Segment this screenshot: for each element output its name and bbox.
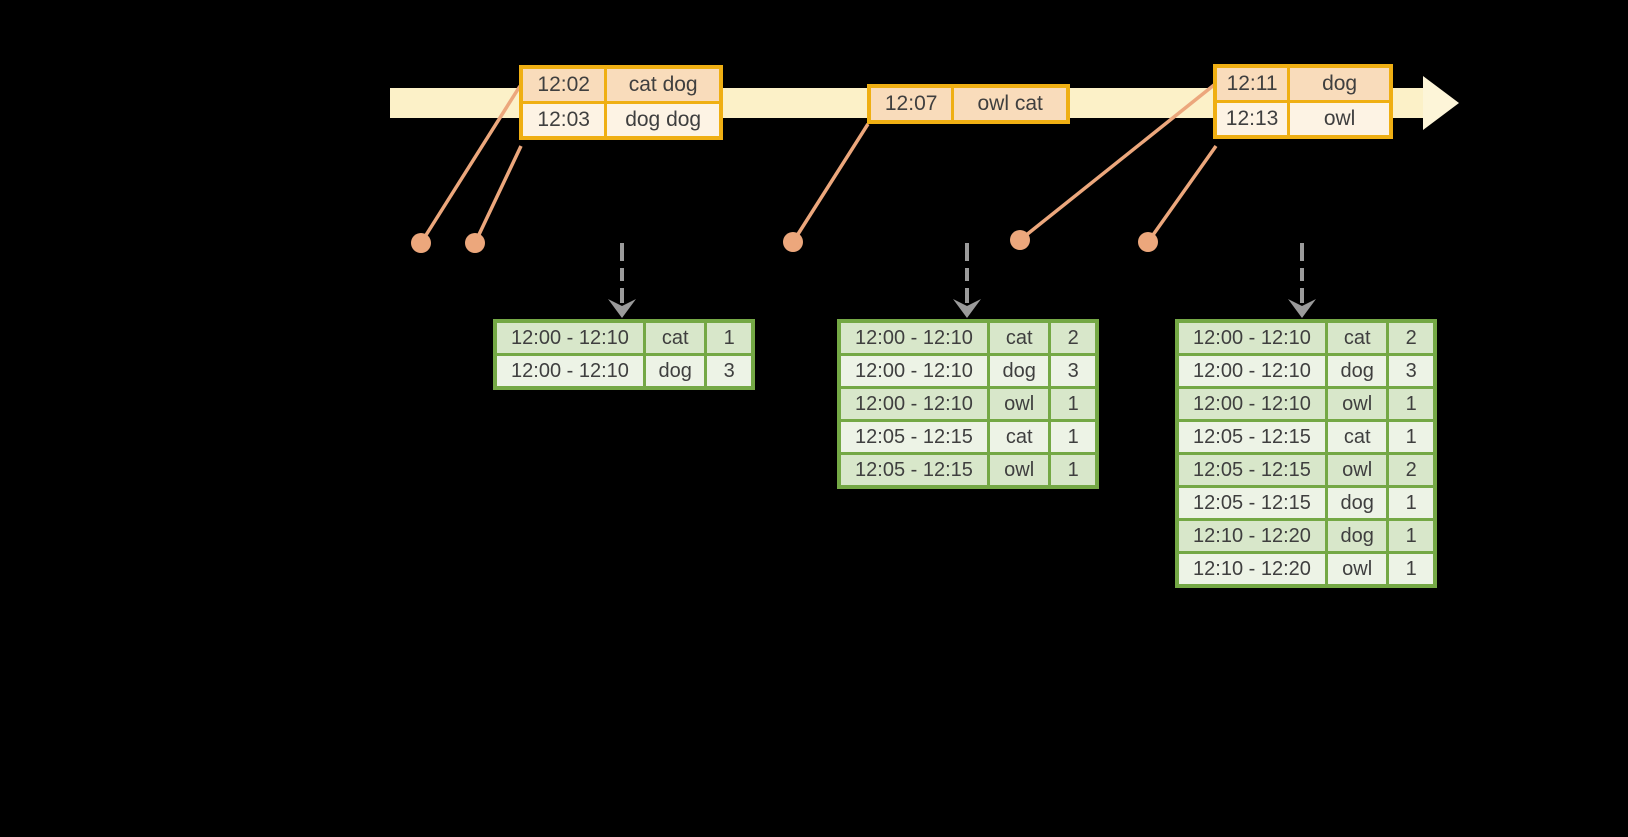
event-time-cell: 12:11: [1213, 64, 1291, 103]
result-row: 12:00 - 12:10 dog 3: [493, 353, 755, 390]
event-row: 12:11 dog: [1213, 64, 1393, 103]
event-row: 12:02 cat dog: [519, 65, 723, 104]
window-cell: 12:05 - 12:15: [837, 419, 990, 455]
word-cell: cat: [1324, 419, 1390, 455]
window-cell: 12:10 - 12:20: [1175, 551, 1328, 588]
word-cell: dog: [1324, 518, 1390, 554]
result-row: 12:05 - 12:15 cat 1: [837, 419, 1099, 455]
window-cell: 12:05 - 12:15: [837, 452, 990, 489]
trigger-arrowhead-icon: [608, 299, 636, 318]
event-row: 12:07 owl cat: [867, 84, 1070, 124]
result-row: 12:00 - 12:10 owl 1: [1175, 386, 1437, 422]
event-row: 12:13 owl: [1213, 100, 1393, 139]
window-cell: 12:00 - 12:10: [1175, 353, 1328, 389]
word-cell: cat: [1324, 319, 1390, 356]
window-cell: 12:00 - 12:10: [1175, 319, 1328, 356]
result-table-1: 12:00 - 12:10 cat 1 12:00 - 12:10 dog 3: [493, 319, 755, 390]
event-connector-line: [791, 123, 870, 243]
count-cell: 3: [1048, 353, 1099, 389]
result-row: 12:00 - 12:10 cat 2: [1175, 319, 1437, 356]
event-words-cell: owl cat: [951, 84, 1070, 124]
count-cell: 2: [1048, 319, 1099, 356]
window-cell: 12:05 - 12:15: [1175, 452, 1328, 488]
window-cell: 12:00 - 12:10: [837, 386, 990, 422]
result-table-2: 12:00 - 12:10 cat 2 12:00 - 12:10 dog 3 …: [837, 319, 1099, 489]
window-cell: 12:00 - 12:10: [493, 353, 646, 390]
event-dot: [783, 232, 803, 252]
count-cell: 1: [1048, 386, 1099, 422]
result-table-3: 12:00 - 12:10 cat 2 12:00 - 12:10 dog 3 …: [1175, 319, 1437, 588]
count-cell: 1: [1386, 419, 1437, 455]
result-row: 12:10 - 12:20 owl 1: [1175, 551, 1437, 588]
result-row: 12:10 - 12:20 dog 1: [1175, 518, 1437, 554]
event-dot: [411, 233, 431, 253]
count-cell: 1: [1386, 485, 1437, 521]
trigger-arrowhead-icon: [1288, 299, 1316, 318]
count-cell: 1: [1048, 419, 1099, 455]
event-connector-line: [1018, 83, 1216, 242]
event-words-cell: cat dog: [604, 65, 723, 104]
count-cell: 1: [1386, 518, 1437, 554]
trigger-arrow: [953, 243, 981, 318]
event-time-cell: 12:02: [519, 65, 608, 104]
count-cell: 1: [1386, 551, 1437, 588]
window-cell: 12:05 - 12:15: [1175, 419, 1328, 455]
event-table-2: 12:07 owl cat: [867, 84, 1070, 124]
event-words-cell: dog dog: [604, 101, 723, 140]
word-cell: owl: [1324, 386, 1390, 422]
count-cell: 1: [1048, 452, 1099, 489]
window-cell: 12:00 - 12:10: [1175, 386, 1328, 422]
event-dot: [1010, 230, 1030, 250]
event-table-3: 12:11 dog 12:13 owl: [1213, 64, 1393, 139]
result-row: 12:00 - 12:10 dog 3: [1175, 353, 1437, 389]
event-time-cell: 12:07: [867, 84, 955, 124]
trigger-arrow: [1288, 243, 1316, 318]
event-words-cell: dog: [1287, 64, 1393, 103]
event-table-1: 12:02 cat dog 12:03 dog dog: [519, 65, 723, 140]
count-cell: 1: [704, 319, 755, 356]
result-row: 12:00 - 12:10 dog 3: [837, 353, 1099, 389]
result-row: 12:00 - 12:10 owl 1: [837, 386, 1099, 422]
event-words-cell: owl: [1287, 100, 1393, 139]
event-connector-line: [1146, 144, 1218, 244]
word-cell: cat: [986, 319, 1052, 356]
event-row: 12:03 dog dog: [519, 101, 723, 140]
count-cell: 2: [1386, 319, 1437, 356]
event-connector-line: [473, 145, 523, 244]
count-cell: 3: [1386, 353, 1437, 389]
event-time-cell: 12:03: [519, 101, 608, 140]
count-cell: 3: [704, 353, 755, 390]
word-cell: dog: [1324, 353, 1390, 389]
result-row: 12:05 - 12:15 owl 2: [1175, 452, 1437, 488]
window-cell: 12:10 - 12:20: [1175, 518, 1328, 554]
window-cell: 12:00 - 12:10: [837, 319, 990, 356]
count-cell: 1: [1386, 386, 1437, 422]
count-cell: 2: [1386, 452, 1437, 488]
word-cell: cat: [986, 419, 1052, 455]
event-time-cell: 12:13: [1213, 100, 1291, 139]
word-cell: owl: [1324, 452, 1390, 488]
timeline-arrowhead-icon: [1423, 76, 1459, 130]
window-cell: 12:00 - 12:10: [837, 353, 990, 389]
word-cell: owl: [986, 452, 1052, 489]
window-cell: 12:05 - 12:15: [1175, 485, 1328, 521]
window-cell: 12:00 - 12:10: [493, 319, 646, 356]
result-row: 12:05 - 12:15 dog 1: [1175, 485, 1437, 521]
word-cell: dog: [1324, 485, 1390, 521]
event-dot: [465, 233, 485, 253]
word-cell: dog: [986, 353, 1052, 389]
event-connector-line: [419, 85, 522, 244]
word-cell: dog: [642, 353, 708, 390]
result-row: 12:05 - 12:15 cat 1: [1175, 419, 1437, 455]
word-cell: cat: [642, 319, 708, 356]
trigger-arrowhead-icon: [953, 299, 981, 318]
result-row: 12:00 - 12:10 cat 1: [493, 319, 755, 356]
result-row: 12:05 - 12:15 owl 1: [837, 452, 1099, 489]
result-row: 12:00 - 12:10 cat 2: [837, 319, 1099, 356]
word-cell: owl: [986, 386, 1052, 422]
trigger-arrow: [608, 243, 636, 318]
word-cell: owl: [1324, 551, 1390, 588]
event-dot: [1138, 232, 1158, 252]
